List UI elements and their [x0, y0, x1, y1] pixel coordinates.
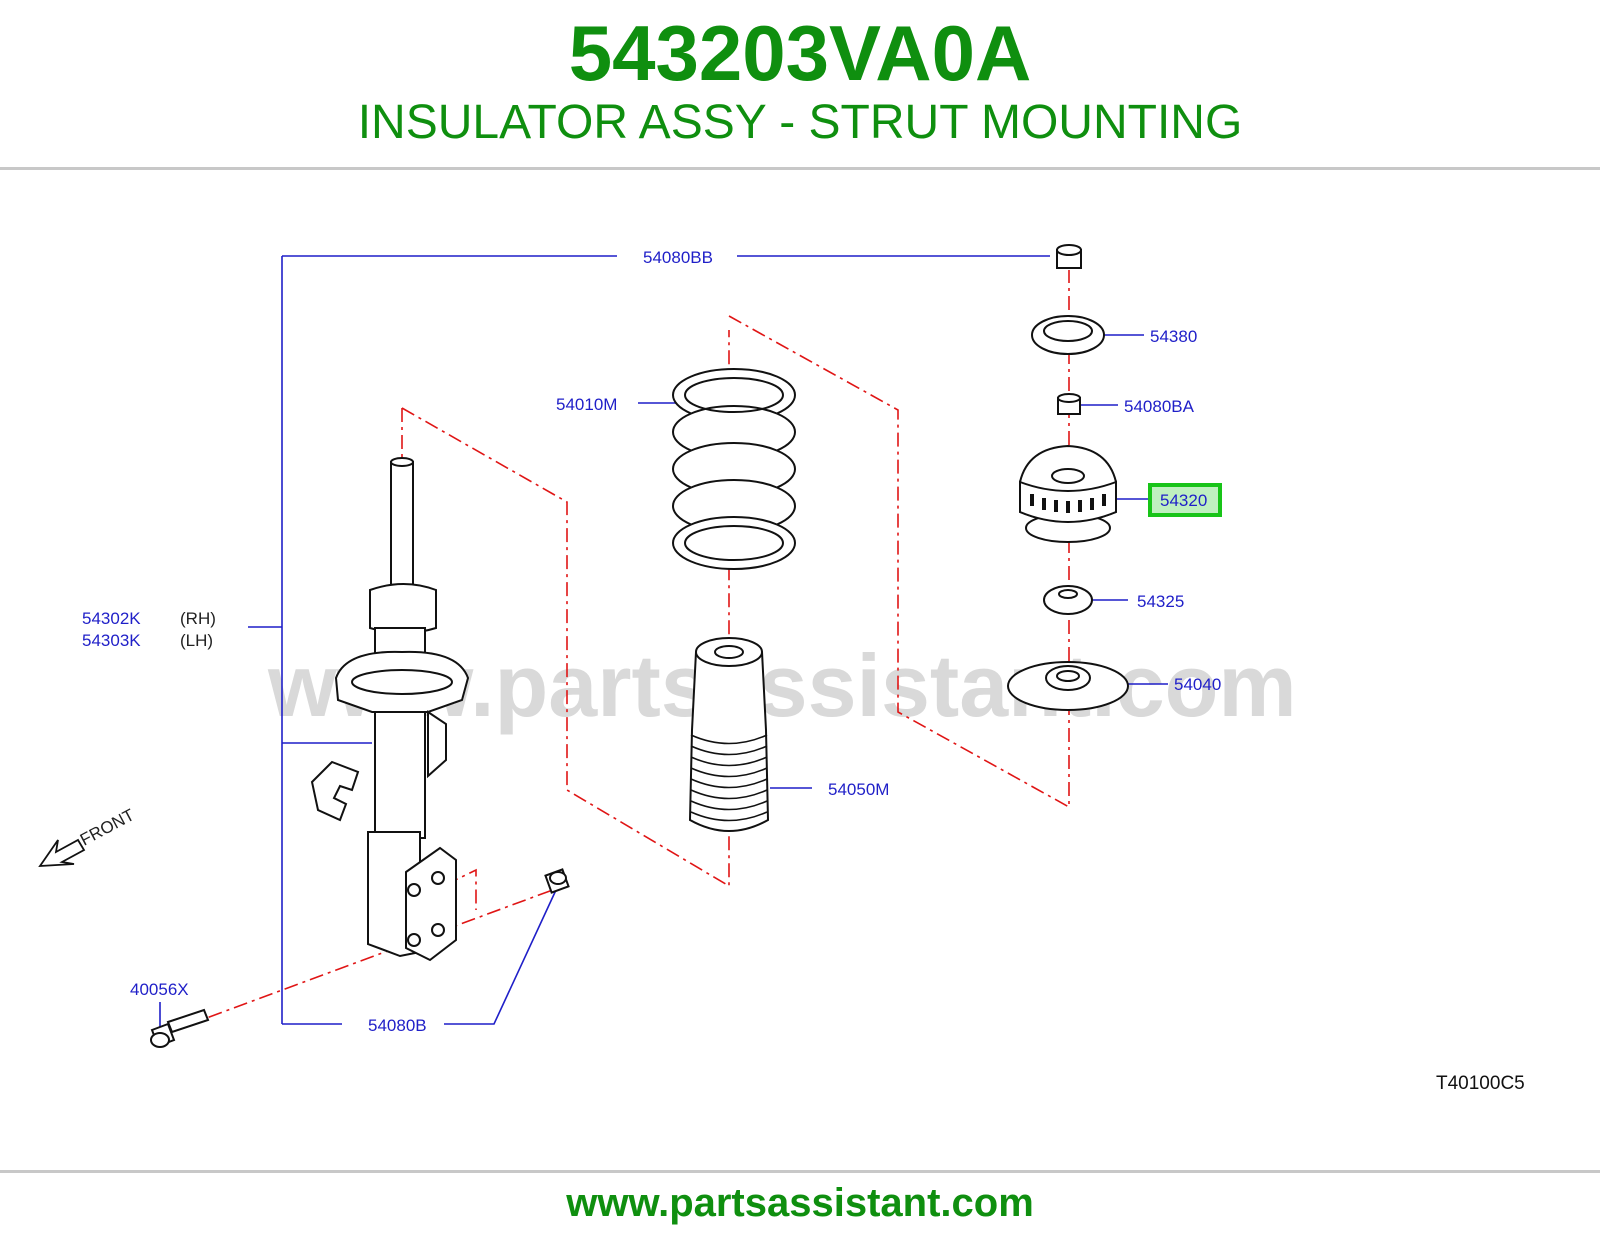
bolt-drawing — [150, 1008, 210, 1048]
front-arrow-icon — [38, 838, 86, 868]
bearing-seat-drawing — [1043, 585, 1093, 615]
bump-boot-drawing — [688, 637, 770, 832]
footer-url[interactable]: www.partsassistant.com — [566, 1181, 1034, 1225]
callout-54303K[interactable]: 54303K — [82, 631, 141, 650]
callout-54080B[interactable]: 54080B — [368, 1016, 427, 1035]
front-label: FRONT — [77, 805, 138, 849]
part-number-title: 543203VA0A — [568, 9, 1032, 97]
strut-assembly-drawing — [310, 457, 470, 962]
callout-54325[interactable]: 54325 — [1137, 592, 1184, 611]
parts-diagram: www.partsassistant.com — [38, 244, 1525, 1094]
strut-nut-drawing — [544, 868, 570, 894]
callout-54302K-side: (RH) — [180, 609, 216, 628]
leader-lines — [159, 255, 1168, 1030]
callout-54302K[interactable]: 54302K — [82, 609, 141, 628]
callout-54040[interactable]: 54040 — [1174, 675, 1221, 694]
part-description: INSULATOR ASSY - STRUT MOUNTING — [357, 96, 1243, 149]
lock-nut-drawing — [1057, 393, 1081, 415]
callout-54380[interactable]: 54380 — [1150, 327, 1197, 346]
spring-seat-drawing — [1007, 661, 1129, 711]
callout-54080BA[interactable]: 54080BA — [1124, 397, 1195, 416]
coil-spring-drawing — [672, 368, 796, 570]
highlight-box — [1148, 483, 1222, 517]
drawing-code: T40100C5 — [1436, 1073, 1525, 1094]
callout-54080BB[interactable]: 54080BB — [643, 248, 713, 267]
footer-divider — [0, 1170, 1600, 1173]
washer-drawing — [1031, 315, 1105, 355]
top-nut-drawing — [1056, 244, 1082, 269]
callout-54320-highlighted[interactable]: 54320 — [1160, 491, 1207, 510]
callout-54303K-side: (LH) — [180, 631, 213, 650]
callout-54050M[interactable]: 54050M — [828, 780, 889, 799]
callout-40056X[interactable]: 40056X — [130, 980, 189, 999]
callout-54010M[interactable]: 54010M — [556, 395, 617, 414]
header-divider — [0, 167, 1600, 170]
insulator-assy-drawing — [1019, 444, 1117, 543]
